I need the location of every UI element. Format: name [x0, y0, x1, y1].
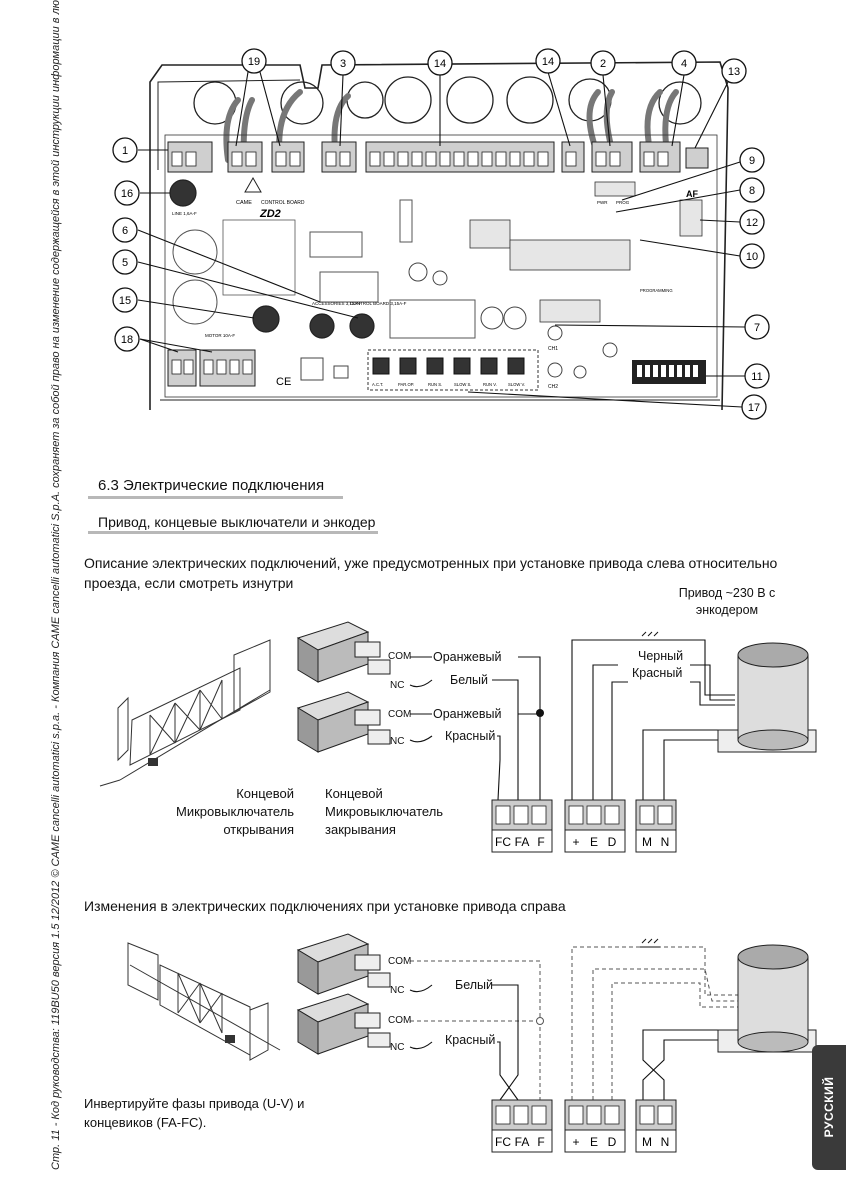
silk-accessories-fuse: ACCESSORIES 3,15A-F [312, 301, 362, 306]
callout-number: 5 [122, 257, 128, 269]
silk-control-fuse: CONTROL BOARD 3,15A-F [350, 301, 407, 306]
terminal-label: N [661, 1135, 670, 1149]
terminal-label: N [661, 835, 670, 849]
wire-label-orange: Оранжевый [433, 707, 502, 721]
callout-number: 17 [748, 402, 760, 414]
callout-number: 15 [119, 295, 131, 307]
silk-ce: CE [276, 376, 291, 388]
terminal-label: D [608, 835, 617, 849]
com-label: COM [388, 1015, 412, 1026]
wire-label-white: Белый [450, 673, 489, 687]
wire-label-red: Красный [445, 1033, 496, 1047]
callout-number: 14 [542, 56, 554, 68]
callout-number: 16 [121, 188, 133, 200]
subheading-underline [88, 531, 378, 534]
callout-number: 4 [681, 58, 687, 70]
nc-label: NC [390, 985, 405, 996]
terminal-label: FC [495, 835, 511, 849]
limit-switch-open-label: Концевой Микровыключатель открывания [176, 786, 295, 837]
silk-programming: PROGRAMMING [640, 288, 673, 293]
silk-brand: CAME [236, 200, 252, 206]
terminal-label: D [608, 1135, 617, 1149]
silk-model: ZD2 [259, 208, 281, 220]
wire-label-black: Черный [638, 649, 684, 663]
silk-motor-fuse: MOTOR 10A-F [205, 333, 235, 338]
callout-number: 3 [340, 58, 346, 70]
nc-label: NC [390, 736, 405, 747]
trim-label: A.C.T. [372, 382, 383, 387]
section-subheading: Привод, концевые выключатели и энкодер [98, 514, 376, 530]
wiring-diagram-left: FC FA F + E D M N [99, 621, 817, 853]
callout-number: 12 [746, 217, 758, 229]
silk-ch2: CH2 [548, 384, 558, 390]
terminal-label: M [642, 835, 652, 849]
silk-af: AF [686, 189, 698, 199]
silk-line-fuse: LINE 1,6A-F [172, 211, 197, 216]
callout-number: 13 [728, 66, 740, 78]
trim-label: SLOW V. [508, 382, 525, 387]
callout-number: 18 [121, 334, 133, 346]
callout-number: 19 [248, 56, 260, 68]
com-label: COM [388, 651, 412, 662]
language-tab: РУССКИЙ [812, 1045, 846, 1170]
callout-number: 11 [751, 371, 762, 383]
terminal-label: M [642, 1135, 652, 1149]
terminal-label: E [590, 835, 598, 849]
wire-label-white: Белый [455, 978, 494, 992]
silk-prog: PROG [616, 200, 630, 205]
callout-number: 1 [122, 145, 128, 157]
com-label: COM [388, 956, 412, 967]
trim-label: RUN S. [428, 382, 442, 387]
callout-number: 14 [434, 58, 446, 70]
terminal-label: + [572, 1135, 579, 1149]
trim-label: SLOW S. [454, 382, 471, 387]
callout-number: 9 [749, 155, 755, 167]
control-board-illustration: CAME CONTROL BOARD ZD2 LINE 1,6A-F ACCES… [112, 48, 770, 420]
terminal-label: F [537, 1135, 544, 1149]
terminal-label: FA [515, 835, 530, 849]
wire-label-orange: Оранжевый [433, 650, 502, 664]
terminal-label: FA [515, 1135, 530, 1149]
trim-label: RUN V. [483, 382, 497, 387]
wire-label-red: Красный [632, 666, 683, 680]
terminal-label: + [572, 835, 579, 849]
silk-ch1: CH1 [548, 346, 558, 352]
wiring-diagram-right: FC FA F + E D M N [127, 933, 817, 1153]
callout-number: 8 [749, 185, 755, 197]
right-install-description: Изменения в электрических подключениях п… [84, 898, 566, 914]
com-label: COM [388, 709, 412, 720]
motor-label: Привод ~230 В с энкодером [678, 586, 776, 617]
silk-pwr: PWR [597, 200, 608, 205]
nc-label: NC [390, 680, 405, 691]
silk-control-board: CONTROL BOARD [261, 200, 305, 206]
language-tab-label: РУССКИЙ [822, 1076, 836, 1138]
callout-number: 6 [122, 225, 128, 237]
terminal-label: F [537, 835, 544, 849]
heading-underline [88, 496, 343, 499]
wire-label-red: Красный [445, 729, 496, 743]
callout-number: 2 [600, 58, 606, 70]
left-install-description: Описание электрических подключений, уже … [84, 555, 778, 591]
nc-label: NC [390, 1042, 405, 1053]
trim-label: PAR.OP. [398, 382, 414, 387]
limit-switch-close-label: Концевой Микровыключатель закрывания [325, 786, 444, 837]
invert-phases-note: Инвертируйте фазы привода (U-V) и концев… [84, 1096, 305, 1130]
callout-number: 10 [746, 251, 758, 263]
terminal-label: E [590, 1135, 598, 1149]
terminal-label: FC [495, 1135, 511, 1149]
section-heading: 6.3 Электрические подключения [98, 477, 325, 494]
callout-number: 7 [754, 322, 760, 334]
